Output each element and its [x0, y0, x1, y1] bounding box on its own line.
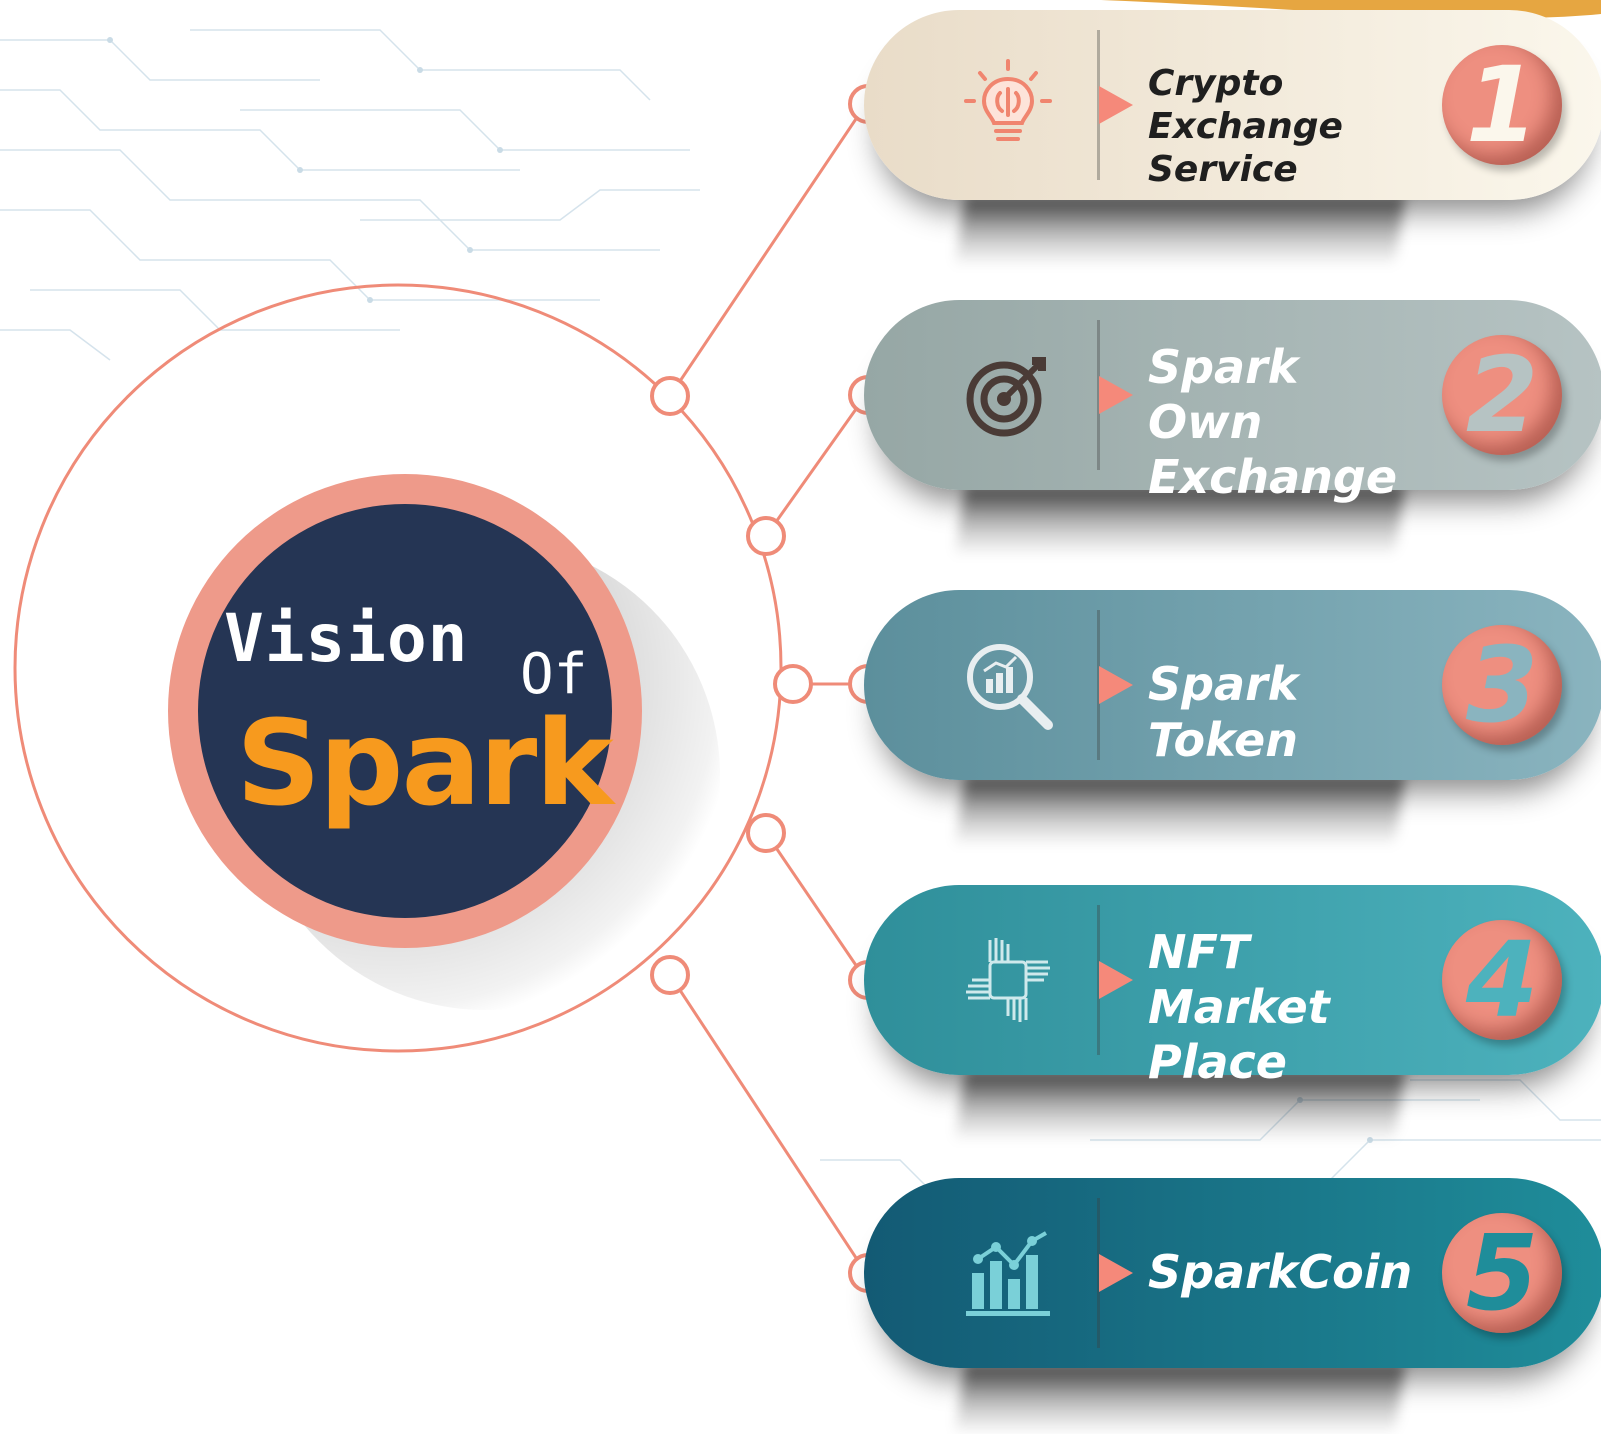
vision-item-title-line: Place	[1148, 1035, 1287, 1090]
vision-item-title-line: Spark Token	[1148, 657, 1299, 767]
vision-item-number: 4	[1442, 920, 1562, 1040]
pill-divider	[1097, 905, 1100, 1055]
chevron-right-icon	[1099, 961, 1133, 999]
target-icon	[960, 347, 1056, 443]
ring-node	[773, 664, 813, 704]
pill-divider	[1097, 1198, 1100, 1348]
pill-divider	[1097, 610, 1100, 760]
vision-item-title-line: NFT Market	[1148, 924, 1330, 1034]
ring-node	[650, 376, 690, 416]
chevron-right-icon	[1099, 86, 1133, 124]
hub-title-spark: Spark	[236, 694, 614, 832]
pill-shadow	[955, 1364, 1405, 1434]
ring-node	[746, 813, 786, 853]
vision-item-title: SparkCoin	[1148, 1245, 1413, 1300]
pill-divider	[1097, 320, 1100, 470]
pill-divider	[1097, 30, 1100, 180]
bar-chart-trend-icon	[960, 1225, 1056, 1321]
vision-item-title: Spark Token	[1148, 657, 1408, 767]
pill-shadow	[955, 196, 1405, 266]
vision-item-title-line: Service	[1148, 149, 1298, 191]
chevron-right-icon	[1099, 376, 1133, 414]
vision-item-number: 1	[1442, 45, 1562, 165]
lightbulb-brain-icon	[960, 57, 1056, 153]
chevron-right-icon	[1099, 1254, 1133, 1292]
vision-item-title-line: Exchange	[1148, 450, 1398, 505]
hub-title-vision: Vision	[224, 600, 469, 677]
vision-item-title-line: SparkCoin	[1148, 1245, 1413, 1300]
hub-title-of: Of	[520, 642, 588, 707]
hands-teamwork-icon	[960, 932, 1056, 1028]
vision-item-title-line: Crypto Exchange	[1148, 62, 1343, 147]
chevron-right-icon	[1099, 666, 1133, 704]
chart-magnifier-icon	[960, 637, 1056, 733]
vision-item-number: 2	[1442, 335, 1562, 455]
vision-item-number: 3	[1442, 625, 1562, 745]
hub-core	[198, 504, 612, 918]
ring-node	[650, 955, 690, 995]
vision-item-title-line: Spark Own	[1148, 339, 1299, 449]
vision-item-number: 5	[1442, 1213, 1562, 1333]
connector-network	[13, 84, 888, 1293]
pill-shadow	[955, 776, 1405, 846]
ring-node	[746, 516, 786, 556]
